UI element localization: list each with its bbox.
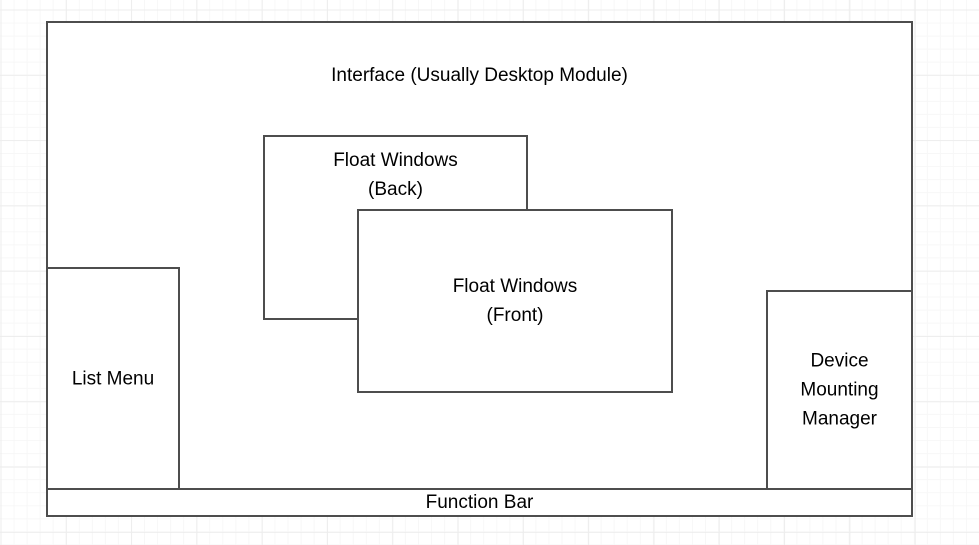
list-menu-box[interactable]: List Menu (46, 267, 180, 490)
float-window-front-box[interactable]: Float Windows (Front) (357, 209, 673, 393)
float-window-front-label: Float Windows (Front) (359, 272, 671, 330)
device-manager-label-line-3: Manager (802, 408, 877, 430)
list-menu-label: List Menu (71, 368, 155, 389)
float-front-label-line-2: (Front) (486, 305, 544, 326)
interface-title-label: Interface (Usually Desktop Module) (331, 65, 628, 86)
float-back-label-line-1: Float Windows (333, 150, 458, 171)
function-bar-box[interactable]: Function Bar (46, 488, 913, 517)
function-bar-label: Function Bar (425, 491, 534, 513)
device-manager-label-line-1: Device (810, 350, 869, 372)
device-mounting-manager-label: Device Mounting Manager (768, 347, 911, 434)
device-mounting-manager-box[interactable]: Device Mounting Manager (766, 290, 913, 490)
float-window-back-label: Float Windows (Back) (265, 146, 526, 204)
device-manager-label-line-2: Mounting (800, 379, 879, 401)
float-back-label-line-2: (Back) (368, 179, 423, 200)
float-front-label-line-1: Float Windows (452, 276, 578, 297)
